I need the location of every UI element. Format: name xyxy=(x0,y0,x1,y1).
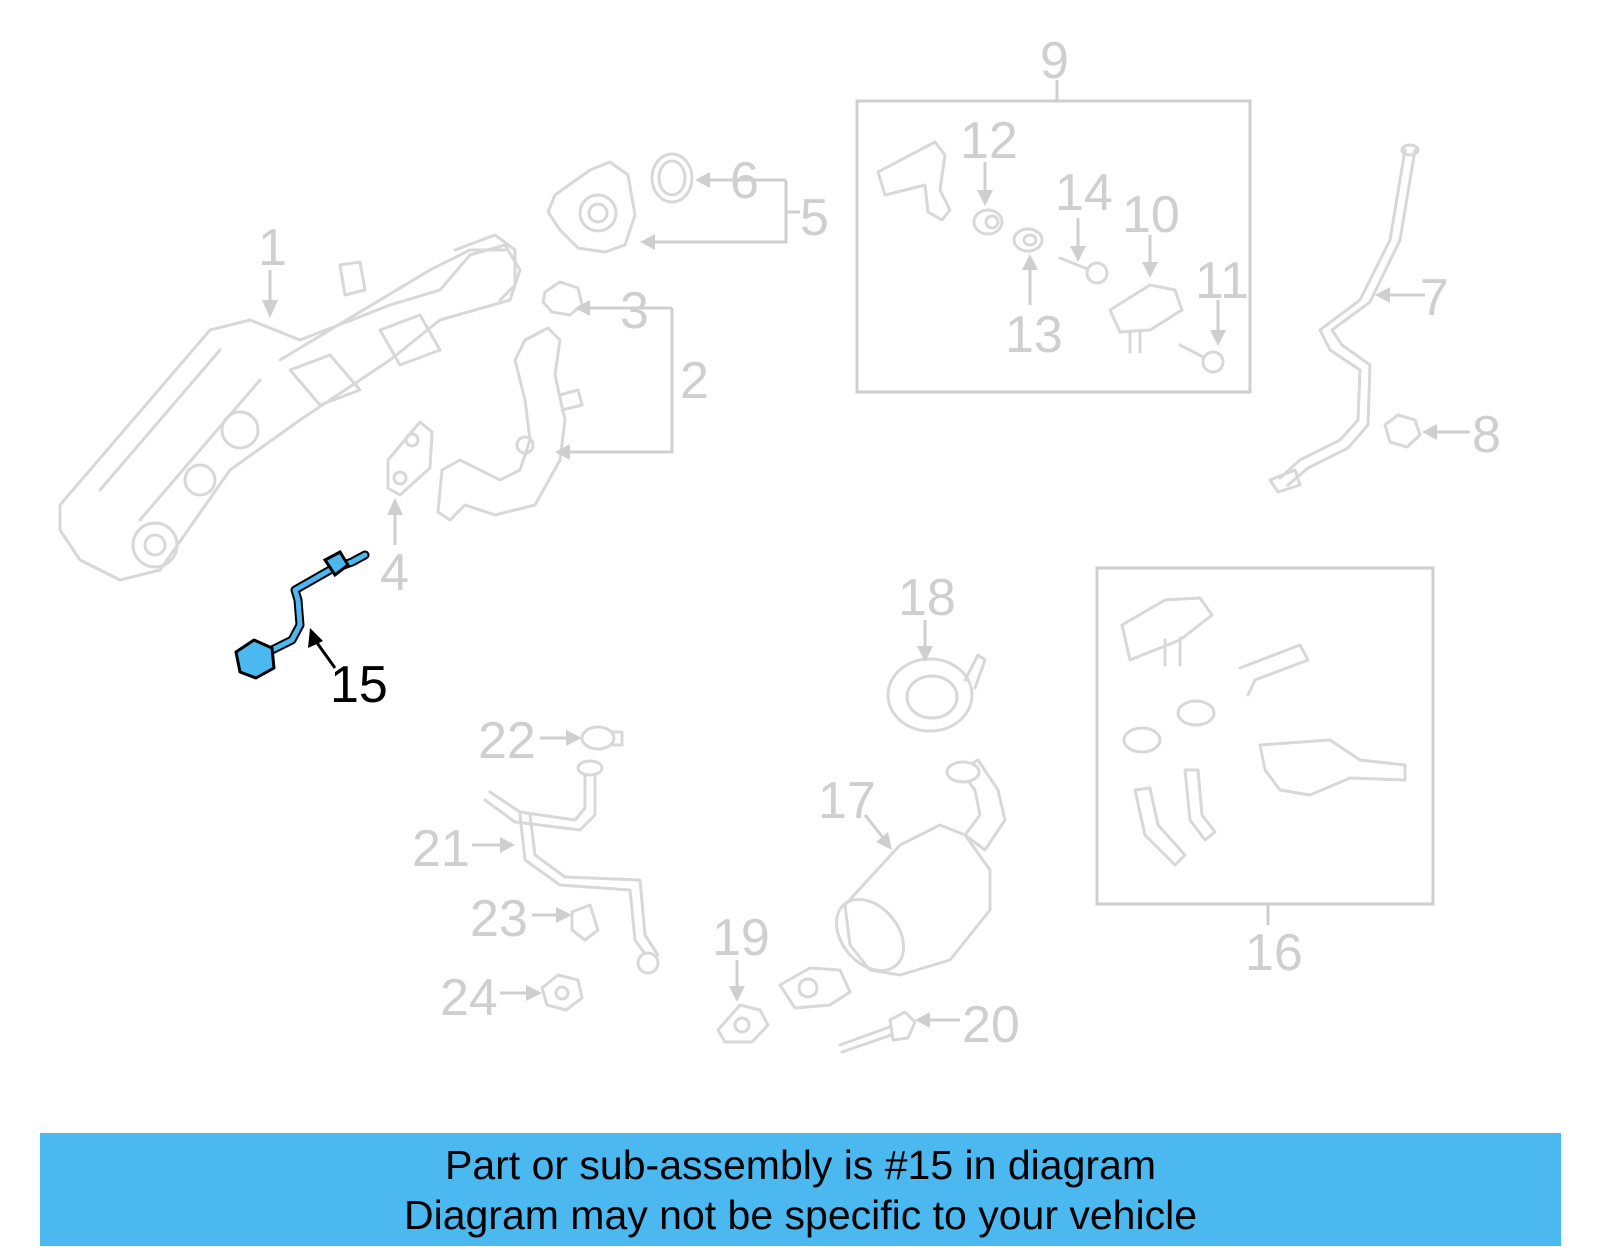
part-9-bracket[interactable] xyxy=(876,140,952,222)
svg-text:13: 13 xyxy=(1005,306,1063,364)
part-6-o-ring[interactable] xyxy=(650,152,694,204)
svg-text:2: 2 xyxy=(680,352,709,410)
part-19-gasket[interactable] xyxy=(716,1003,770,1044)
part-18-clamp[interactable] xyxy=(886,653,987,733)
group-box-16 xyxy=(1095,566,1435,925)
part-15-highlighted[interactable] xyxy=(234,550,370,680)
callout-5: 5 xyxy=(640,180,829,250)
svg-text:10: 10 xyxy=(1122,186,1180,244)
svg-text:24: 24 xyxy=(440,969,498,1027)
part-24-nut[interactable] xyxy=(540,973,584,1012)
banner-line-part-number: Part or sub-assembly is #15 in diagram xyxy=(445,1141,1156,1188)
part-16-kit-contents[interactable] xyxy=(1120,596,1407,867)
callout-10: 10 xyxy=(1122,186,1180,278)
callout-12: 12 xyxy=(960,112,1018,206)
svg-text:12: 12 xyxy=(960,112,1018,170)
svg-text:4: 4 xyxy=(380,544,409,602)
svg-text:11: 11 xyxy=(1195,252,1249,310)
svg-text:18: 18 xyxy=(898,569,956,627)
callout-24: 24 xyxy=(440,969,542,1027)
callout-11: 11 xyxy=(1195,252,1249,346)
part-11-bolt[interactable] xyxy=(1178,343,1225,374)
svg-text:3: 3 xyxy=(620,282,649,340)
part-23-clip[interactable] xyxy=(570,903,600,942)
callout-23: 23 xyxy=(470,890,572,948)
part-20-bolt[interactable] xyxy=(838,1010,917,1054)
svg-text:8: 8 xyxy=(1472,406,1501,464)
part-8-nut[interactable] xyxy=(1383,413,1422,449)
part-17-converter[interactable] xyxy=(778,758,1007,1010)
part-2-egr-pipe[interactable] xyxy=(436,326,584,522)
callout-20: 20 xyxy=(915,996,1020,1054)
banner-line-disclaimer: Diagram may not be specific to your vehi… xyxy=(403,1191,1197,1238)
info-banner: Part or sub-assembly is #15 in diagram D… xyxy=(40,1133,1561,1246)
svg-text:23: 23 xyxy=(470,890,528,948)
group-box-9 xyxy=(855,80,1252,394)
svg-text:7: 7 xyxy=(1420,269,1449,327)
part-1-egr-cooler[interactable] xyxy=(58,233,522,582)
callout-18: 18 xyxy=(898,569,956,662)
callout-9: 9 xyxy=(1040,32,1069,90)
callout-22: 22 xyxy=(478,712,582,770)
svg-text:21: 21 xyxy=(412,820,470,878)
svg-text:6: 6 xyxy=(730,152,759,210)
callout-8: 8 xyxy=(1422,406,1501,464)
callout-19: 19 xyxy=(712,909,770,1002)
part-7-tube[interactable] xyxy=(1268,143,1420,494)
svg-text:16: 16 xyxy=(1245,924,1303,982)
callout-4: 4 xyxy=(380,498,409,602)
callout-21: 21 xyxy=(412,820,515,878)
part-21-pipe[interactable] xyxy=(483,759,660,975)
callout-2: 2 xyxy=(555,306,709,460)
part-22-hose-clamp[interactable] xyxy=(580,725,624,751)
svg-text:1: 1 xyxy=(258,219,287,277)
callout-3: 3 xyxy=(575,282,649,340)
callout-16: 16 xyxy=(1245,924,1303,982)
part-10-sensor[interactable] xyxy=(1108,283,1184,354)
callout-13: 13 xyxy=(1005,254,1063,364)
callout-17: 17 xyxy=(818,772,892,850)
part-5-valve-housing[interactable] xyxy=(546,160,637,254)
callout-15: 15 xyxy=(308,628,388,714)
svg-text:9: 9 xyxy=(1040,32,1069,90)
part-4-gasket[interactable] xyxy=(386,420,434,497)
svg-text:5: 5 xyxy=(800,189,829,247)
svg-text:20: 20 xyxy=(962,996,1020,1054)
callout-7: 7 xyxy=(1375,269,1449,327)
svg-text:14: 14 xyxy=(1055,164,1113,222)
svg-text:19: 19 xyxy=(712,909,770,967)
part-14-bolt[interactable] xyxy=(1058,256,1109,285)
svg-text:15: 15 xyxy=(330,656,388,714)
part-12-grommet[interactable] xyxy=(972,208,1004,236)
svg-text:17: 17 xyxy=(818,772,876,830)
callout-14: 14 xyxy=(1055,164,1113,262)
callout-6: 6 xyxy=(695,152,786,210)
svg-text:22: 22 xyxy=(478,712,536,770)
part-13-washer[interactable] xyxy=(1012,227,1044,253)
part-3-seal[interactable] xyxy=(541,280,584,317)
callout-1: 1 xyxy=(258,219,287,318)
